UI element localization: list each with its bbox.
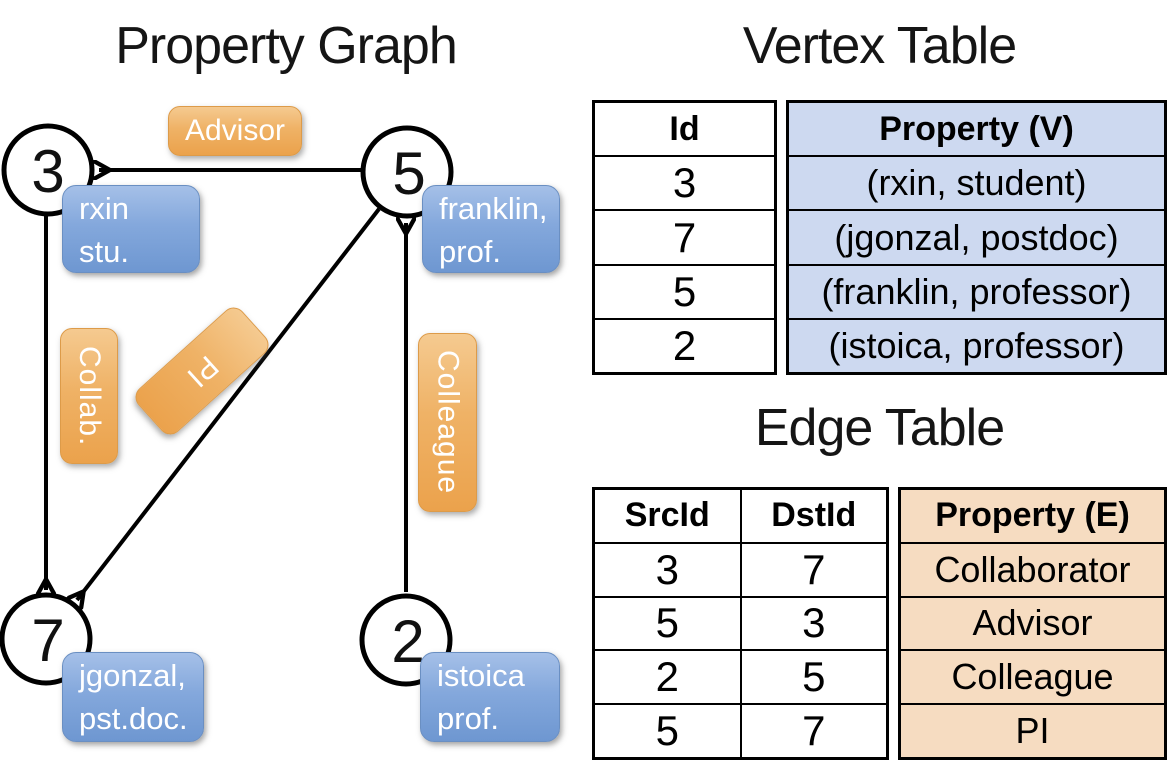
property-graph-title: Property Graph [115, 17, 458, 75]
vertex-prop-istoica-line2: prof. [437, 701, 500, 736]
edge-table-title: Edge Table [754, 399, 1005, 457]
vertex-prop-rxin-line1: rxin [79, 191, 129, 226]
edge-table-row: 5 3 [595, 597, 886, 652]
vertex-prop-franklin-line2: prof. [439, 234, 502, 269]
vertex-row-id: 3 [595, 157, 774, 212]
vertex-prop-jgonzal: jgonzal, pst.doc. [62, 652, 204, 742]
vertex-prop-istoica: istoica prof. [420, 652, 560, 742]
node-2-id: 2 [391, 608, 424, 675]
edge-label-pi-text: PI [180, 348, 225, 394]
edge-row-property: Collaborator [901, 543, 1164, 598]
vertex-row-id: 7 [595, 211, 774, 266]
edge-label-colleague: Colleague [418, 333, 477, 512]
vertex-row-property: (istoica, professor) [789, 319, 1164, 373]
edge-row-property: PI [901, 705, 1164, 757]
edge-label-colleague-text: Colleague [431, 350, 465, 495]
edge-src-header: SrcId [595, 490, 742, 542]
edge-row-dst: 3 [802, 599, 826, 647]
edge-row-src: 2 [595, 651, 742, 704]
edge-property-header: Property (E) [901, 490, 1164, 544]
vertex-prop-jgonzal-line1: jgonzal, [79, 658, 186, 693]
edge-table-property-column: Property (E) Collaborator Advisor Collea… [898, 487, 1167, 760]
edge-table-id-columns: SrcId DstId 3 7 5 3 2 5 5 7 [592, 487, 889, 760]
edge-table-row: 3 7 [595, 543, 886, 598]
edge-row-property: Colleague [901, 651, 1164, 706]
vertex-row-id: 2 [672, 321, 697, 369]
edge-table-row: 2 5 [595, 651, 886, 706]
edge-row-property: Advisor [901, 597, 1164, 652]
edge-row-dst: 7 [802, 545, 826, 593]
vertex-row-property: (jgonzal, postdoc) [789, 211, 1164, 266]
edge-5-to-7 [77, 207, 381, 600]
edge-label-collab: Collab. [60, 328, 118, 464]
vertex-prop-istoica-line1: istoica [437, 658, 525, 693]
node-7-id: 7 [31, 607, 64, 674]
vertex-prop-franklin-line1: franklin, [439, 191, 548, 226]
vertex-prop-franklin: franklin, prof. [422, 185, 560, 273]
vertex-prop-rxin: rxin stu. [62, 185, 200, 273]
edge-label-advisor-text: Advisor [184, 114, 286, 147]
vertex-table-id-column: Id 3 7 5 2 [592, 100, 777, 375]
edge-label-collab-text: Collab. [73, 345, 106, 447]
vertex-prop-rxin-line2: stu. [79, 234, 129, 269]
edge-table-header-row: SrcId DstId [595, 490, 886, 544]
vertex-row-property: (franklin, professor) [789, 265, 1164, 320]
edge-label-advisor: Advisor [168, 106, 302, 156]
edge-table-row: 5 7 [595, 705, 886, 757]
edge-row-src: 5 [595, 705, 742, 757]
vertex-row-property: (rxin, student) [789, 157, 1164, 212]
node-3-id: 3 [31, 138, 64, 205]
node-5-id: 5 [392, 140, 425, 207]
edge-row-dst: 5 [802, 653, 826, 701]
edge-row-src: 3 [595, 543, 742, 596]
vertex-property-header: Property (V) [789, 103, 1164, 158]
vertex-id-header: Id [595, 103, 774, 158]
vertex-row-id: 5 [595, 266, 774, 320]
vertex-prop-jgonzal-line2: pst.doc. [79, 701, 188, 736]
edge-row-dst: 7 [802, 707, 826, 755]
edge-dst-header: DstId [771, 496, 857, 535]
vertex-table-property-column: Property (V) (rxin, student) (jgonzal, p… [786, 100, 1167, 375]
edge-row-src: 5 [595, 597, 742, 650]
vertex-table-title: Vertex Table [742, 17, 1017, 75]
